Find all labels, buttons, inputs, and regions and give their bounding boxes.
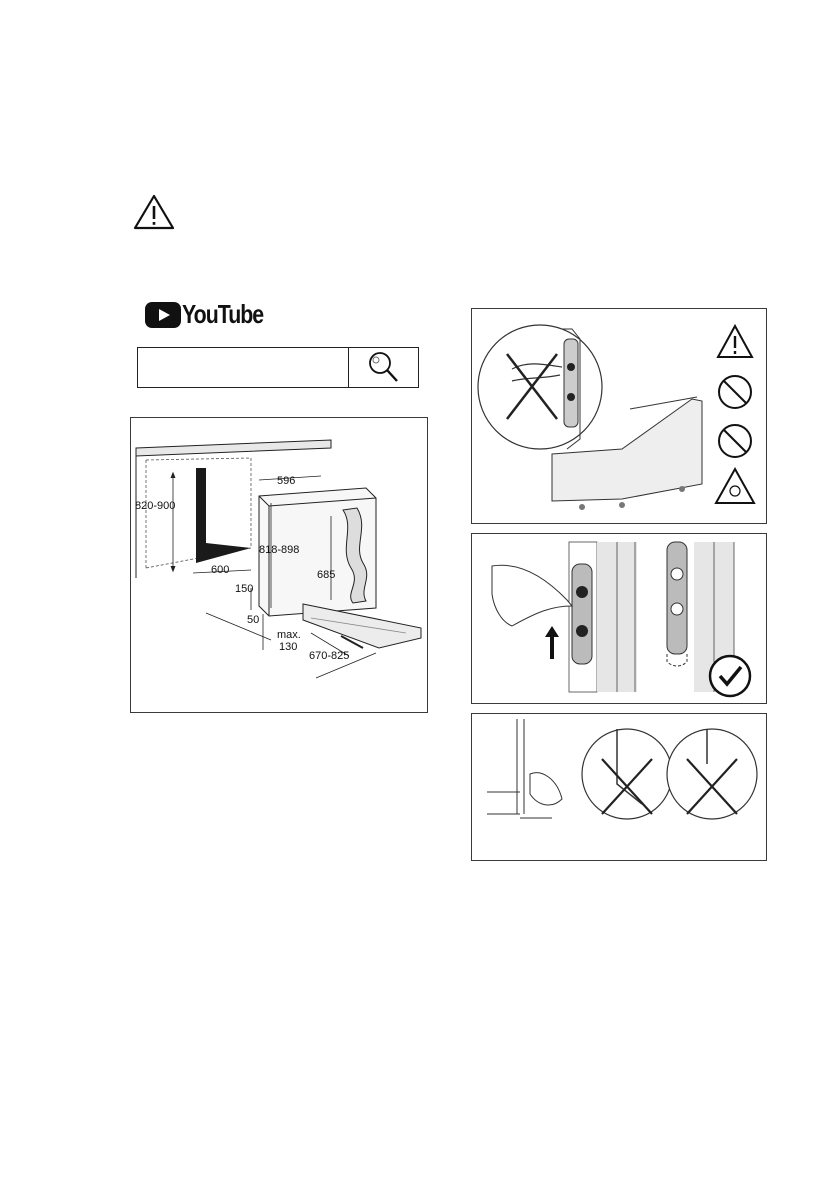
youtube-play-icon (145, 302, 181, 328)
search-icon (349, 348, 417, 386)
warning-icon (132, 193, 176, 231)
dim-appliance-width: 596 (277, 475, 295, 487)
control-knob-push-illustration (471, 533, 767, 704)
dim-appliance-height: 818-898 (259, 544, 299, 556)
dim-max-label: max. (277, 629, 301, 641)
dim-plinth-depth: 50 (247, 614, 259, 626)
dim-niche-width: 600 (211, 564, 229, 576)
search-button[interactable] (348, 348, 418, 387)
dim-plinth-height: 150 (235, 583, 253, 595)
dim-cabinet-height: 820-900 (135, 500, 175, 512)
control-panel-warning-illustration (471, 308, 767, 524)
door-gap-adjustment-illustration (471, 713, 767, 861)
dim-max-value: 130 (279, 641, 297, 653)
youtube-logo-text: YouTube (182, 299, 263, 330)
installation-dimension-diagram: 820-900 600 596 818-898 685 150 50 max. … (130, 417, 428, 713)
dim-depth-range: 670-825 (309, 650, 349, 662)
search-field[interactable] (137, 347, 419, 388)
dim-door-height: 685 (317, 569, 335, 581)
